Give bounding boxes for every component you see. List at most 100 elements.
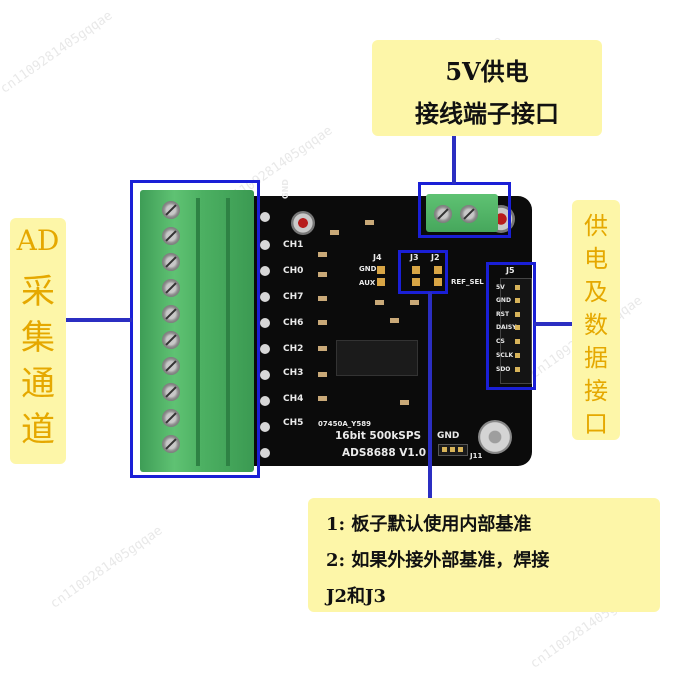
- channel-pad: [260, 448, 270, 458]
- header-pin: [515, 339, 520, 344]
- header-pin-label: 5V: [496, 284, 505, 291]
- smd-component: [318, 346, 327, 351]
- supply-callout-char: 电: [584, 245, 608, 273]
- channel-pad: [260, 292, 270, 302]
- connector-label: J5: [506, 266, 515, 275]
- power-callout-subtitle: 接线端子接口: [415, 99, 559, 128]
- connector-label: J3: [410, 253, 419, 262]
- screw-icon: [460, 205, 478, 223]
- header-pin-label: SCLK: [496, 352, 514, 359]
- watermark-text: cn1109281405gqqae: [0, 8, 116, 97]
- gnd-silk-label: GND: [437, 431, 460, 441]
- screw-icon: [162, 279, 180, 297]
- reference-note-line: 2: 如果外接外部基准，焊接: [326, 550, 550, 571]
- aux-label: GND: [359, 265, 377, 273]
- smd-component: [318, 372, 327, 377]
- channel-label: CH7: [283, 292, 304, 302]
- smd-component: [365, 220, 374, 225]
- reference-note-callout: 1: 板子默认使用内部基准 2: 如果外接外部基准，焊接 J2和J3: [308, 498, 660, 612]
- ad-callout-char: 道: [21, 410, 55, 450]
- screw-icon: [162, 357, 180, 375]
- smd-component: [390, 318, 399, 323]
- header-pin: [515, 312, 520, 317]
- mounting-hole-icon: [291, 211, 315, 235]
- header-highlight-box: [486, 262, 536, 390]
- watermark-text: cn1109281405gqqae: [47, 523, 166, 612]
- channel-label: CH3: [283, 368, 304, 378]
- ad-callout-char: 集: [21, 318, 55, 358]
- channel-pad: [260, 318, 270, 328]
- smd-component: [375, 300, 384, 305]
- channel-label: CH2: [283, 344, 304, 354]
- smd-component: [318, 320, 327, 325]
- header-pin-label: RST: [496, 311, 510, 318]
- jumper-pad: [377, 278, 385, 286]
- ads8688-chip: [336, 340, 418, 376]
- power-connector-line: [452, 136, 456, 184]
- header-pin: [450, 447, 455, 452]
- mounting-hole-icon: [478, 420, 512, 454]
- connector-label: J11: [470, 452, 483, 460]
- jumper-connector-line: [428, 292, 432, 498]
- channel-label: CH6: [283, 318, 304, 328]
- smd-component: [318, 396, 327, 401]
- screw-icon: [162, 305, 180, 323]
- ad-callout-char: 采: [21, 272, 55, 312]
- smd-component: [318, 252, 327, 257]
- pin-header-j5: [500, 278, 532, 384]
- connector-label: J2: [431, 253, 440, 262]
- header-pin: [515, 367, 520, 372]
- screw-icon: [162, 331, 180, 349]
- terminal-ridge: [196, 198, 200, 466]
- ad-callout-label: AD: [16, 224, 60, 257]
- channel-pad: [260, 212, 270, 222]
- jumper-pad: [412, 278, 420, 286]
- screw-icon: [162, 435, 180, 453]
- header-pin-label: SDO: [496, 366, 511, 373]
- channel-label: CH5: [283, 418, 304, 428]
- screw-icon: [434, 205, 452, 223]
- gnd-silk-label: GND: [281, 179, 290, 199]
- ad-channel-callout: AD 采 集 通 道: [10, 218, 66, 464]
- reference-note-line: J2和J3: [326, 586, 387, 607]
- header-pin: [515, 298, 520, 303]
- aux-label: AUX: [359, 279, 376, 287]
- power-callout: 5V供电 接线端子接口: [372, 40, 602, 136]
- jumper-highlight-box: [398, 250, 448, 294]
- channel-pad: [260, 240, 270, 250]
- channel-pad: [260, 422, 270, 432]
- screw-icon: [162, 409, 180, 427]
- header-pin: [442, 447, 447, 452]
- smd-component: [410, 300, 419, 305]
- channel-label: CH1: [283, 240, 304, 250]
- smd-component: [400, 400, 409, 405]
- jumper-pad: [434, 278, 442, 286]
- supply-callout-char: 据: [584, 344, 608, 372]
- channel-label: CH4: [283, 394, 304, 404]
- channel-label: CH0: [283, 266, 304, 276]
- screw-icon: [162, 383, 180, 401]
- smd-component: [318, 296, 327, 301]
- smd-component: [330, 230, 339, 235]
- header-pin: [458, 447, 463, 452]
- channel-pad: [260, 344, 270, 354]
- part-number-label: 07450A_Y589: [318, 420, 371, 428]
- screw-icon: [162, 201, 180, 219]
- terminal-ridge: [226, 198, 230, 466]
- header-pin-label: GND: [496, 297, 511, 304]
- channel-pad: [260, 370, 270, 380]
- supply-data-callout: 供 电 及 数 据 接 口: [572, 200, 620, 440]
- spec-label: 16bit 500kSPS: [335, 430, 422, 442]
- channel-pad: [260, 266, 270, 276]
- ad-callout-char: 通: [21, 364, 55, 404]
- header-connector-line: [534, 322, 572, 326]
- supply-callout-char: 数: [584, 311, 608, 339]
- ad-connector-line: [64, 318, 132, 322]
- reference-note-line: 1: 板子默认使用内部基准: [326, 514, 532, 535]
- header-pin-label: DAISY: [496, 324, 517, 331]
- ref-sel-label: REF_SEL: [451, 278, 484, 286]
- screw-icon: [162, 253, 180, 271]
- connector-label: J4: [373, 253, 382, 262]
- header-pin: [515, 353, 520, 358]
- jumper-pad: [412, 266, 420, 274]
